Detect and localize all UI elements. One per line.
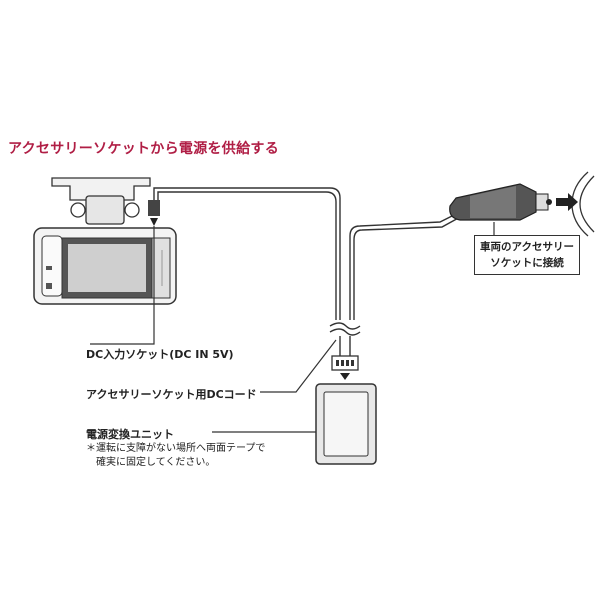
cable-socket bbox=[349, 211, 461, 320]
dash-camera bbox=[33, 177, 177, 305]
cable-camera bbox=[153, 187, 341, 320]
cigar-plug bbox=[449, 183, 552, 221]
dc-plug-arrow bbox=[150, 218, 158, 226]
power-converter-unit bbox=[315, 383, 377, 465]
cable-connector bbox=[331, 355, 359, 380]
dc-plug bbox=[148, 200, 160, 216]
leader-lines bbox=[90, 222, 495, 433]
camera-mount-joint bbox=[85, 195, 125, 225]
socket-callout: 車両のアクセサリー ソケットに接続 bbox=[474, 235, 580, 275]
camera-screen bbox=[68, 244, 146, 292]
label-dc-input-socket: DC入力ソケット(DC IN 5V) bbox=[86, 348, 234, 361]
socket-callout-line2: ソケットに接続 bbox=[490, 257, 564, 269]
label-dc-cord: アクセサリーソケット用DCコード bbox=[86, 388, 257, 401]
insert-arrow bbox=[556, 193, 578, 211]
socket-callout-line1: 車両のアクセサリー bbox=[480, 241, 574, 253]
accessory-socket bbox=[556, 171, 595, 237]
label-power-unit: 電源変換ユニット bbox=[86, 428, 174, 441]
camera-mount-bracket bbox=[51, 177, 151, 201]
mounting-note: ＊運転に支障がない場所へ両面テープで 確実に固定してください。 bbox=[86, 443, 266, 468]
diagram-title: アクセサリーソケットから電源を供給する bbox=[8, 141, 279, 157]
cables bbox=[153, 187, 463, 356]
